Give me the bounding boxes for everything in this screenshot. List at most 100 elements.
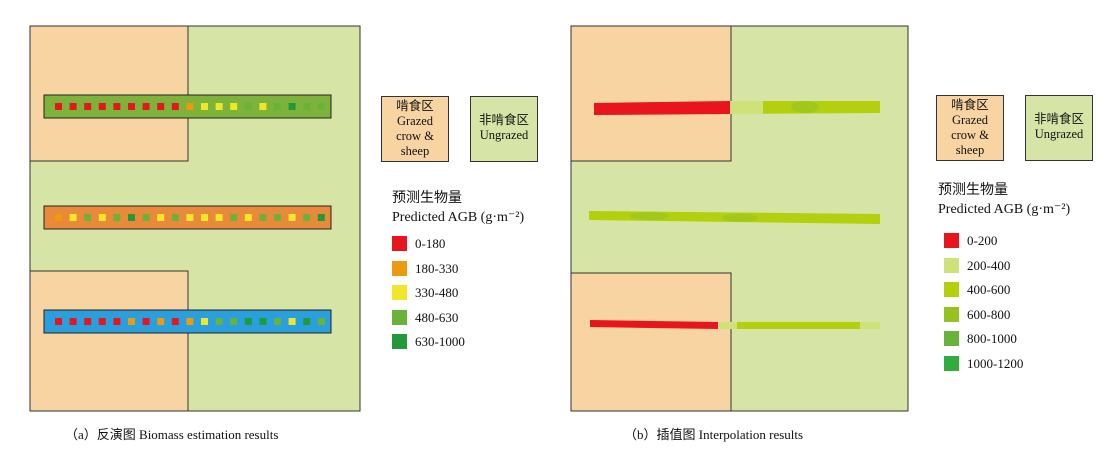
sample-point bbox=[113, 318, 121, 325]
map-b bbox=[570, 25, 909, 412]
interp-strip-bottom-red bbox=[590, 320, 718, 329]
legend-label: 400-600 bbox=[967, 282, 1011, 297]
ungrazed-legend-box-a: 非啃食区 Ungrazed bbox=[470, 96, 538, 162]
sample-point bbox=[259, 103, 267, 110]
sample-point bbox=[157, 214, 165, 221]
sample-point bbox=[84, 318, 92, 325]
legend-label: 200-400 bbox=[967, 257, 1011, 273]
sample-point bbox=[317, 214, 325, 221]
grazed-legend-box-a: 啃食区 Grazed crow & sheep bbox=[381, 96, 449, 162]
legend-swatch bbox=[944, 306, 959, 322]
legend-swatch bbox=[392, 334, 407, 349]
sample-points-a bbox=[55, 103, 325, 325]
ungrazed-label-en: Ungrazed bbox=[1034, 127, 1084, 141]
grazed-label-en: crow & bbox=[951, 128, 989, 142]
legend-swatch bbox=[944, 233, 959, 248]
sample-point bbox=[201, 214, 208, 221]
legend-label: 0-200 bbox=[967, 233, 998, 248]
sample-point bbox=[98, 318, 106, 325]
sample-point bbox=[274, 318, 281, 325]
grazed-label-zh: 啃食区 bbox=[396, 99, 434, 113]
sample-point bbox=[244, 103, 252, 110]
ungrazed-legend-box-b: 非啃食区 Ungrazed bbox=[1025, 95, 1093, 161]
map-a bbox=[29, 25, 361, 412]
legend-swatch bbox=[392, 260, 407, 276]
sample-point bbox=[142, 214, 150, 221]
sample-point bbox=[69, 318, 77, 325]
sample-point bbox=[274, 214, 281, 221]
grazed-area-a-top bbox=[29, 25, 189, 162]
interp-strip-top-red bbox=[594, 101, 730, 115]
sample-point bbox=[84, 103, 92, 110]
sample-point bbox=[201, 318, 208, 325]
sample-point bbox=[288, 103, 296, 110]
sample-point bbox=[128, 214, 135, 221]
sample-point bbox=[55, 318, 62, 325]
sample-point bbox=[128, 318, 135, 325]
sample-point bbox=[317, 103, 325, 110]
legend-swatch bbox=[392, 309, 407, 325]
legend-label: 800-1000 bbox=[967, 331, 1017, 346]
sample-point bbox=[69, 214, 77, 221]
interp-patch bbox=[630, 212, 670, 220]
sample-point bbox=[142, 103, 150, 110]
sample-point bbox=[230, 103, 238, 110]
sample-point bbox=[244, 318, 252, 325]
legend-title-en-a: Predicted AGB (g·m⁻²) bbox=[392, 210, 525, 225]
legend-label: 180-330 bbox=[415, 260, 459, 276]
sample-point bbox=[171, 103, 179, 110]
ungrazed-label-zh: 非啃食区 bbox=[478, 113, 529, 127]
sample-point bbox=[157, 103, 165, 110]
ungrazed-label-en: Ungrazed bbox=[479, 128, 529, 142]
caption-a: （a）反演图 Biomass estimation results bbox=[65, 427, 279, 442]
interp-patch bbox=[722, 214, 758, 222]
sample-point bbox=[98, 103, 106, 110]
sample-point bbox=[303, 103, 311, 110]
grazed-label-en: sheep bbox=[955, 143, 985, 157]
sample-point bbox=[186, 103, 194, 110]
legend-label: 330-480 bbox=[415, 285, 459, 300]
legend-label: 480-630 bbox=[415, 309, 459, 325]
legend-swatch bbox=[944, 282, 959, 297]
legend-title-en-b: Predicted AGB (g·m⁻²) bbox=[938, 202, 1071, 217]
interp-patch bbox=[791, 101, 819, 113]
sample-point bbox=[113, 214, 121, 221]
grazed-area-a-bottom bbox=[29, 270, 189, 412]
grazed-legend-box-b: 啃食区 Grazed crow & sheep bbox=[936, 95, 1004, 161]
sample-point bbox=[215, 103, 223, 110]
grazed-label-en: Grazed bbox=[396, 114, 434, 128]
sample-point bbox=[186, 318, 194, 325]
sample-point bbox=[230, 214, 238, 221]
grazed-label-en: Grazed bbox=[951, 113, 989, 127]
sample-point bbox=[230, 318, 238, 325]
grazed-label-en: sheep bbox=[400, 144, 430, 158]
interp-strip-top-light bbox=[730, 101, 763, 114]
ungrazed-label-zh: 非啃食区 bbox=[1033, 112, 1084, 126]
sample-point bbox=[171, 318, 179, 325]
legend-label: 630-1000 bbox=[415, 334, 465, 349]
sample-point bbox=[215, 214, 223, 221]
sample-point bbox=[69, 103, 77, 110]
sample-point bbox=[317, 318, 325, 325]
sample-point bbox=[244, 214, 252, 221]
grazed-area-b-bottom bbox=[570, 272, 732, 412]
sample-point bbox=[128, 103, 135, 110]
legend-title-zh-b: 预测生物量 bbox=[938, 183, 1008, 198]
legend-swatch bbox=[392, 285, 407, 300]
sample-point bbox=[215, 318, 223, 325]
sample-point bbox=[186, 214, 194, 221]
legend-title-zh-a: 预测生物量 bbox=[392, 191, 462, 206]
sample-point bbox=[55, 214, 62, 221]
interp-strip-bottom-green bbox=[718, 322, 880, 329]
legend-swatch bbox=[392, 236, 407, 251]
interp-strip-bottom-light bbox=[860, 322, 880, 329]
sample-point bbox=[55, 103, 62, 110]
sample-point bbox=[171, 214, 179, 221]
sample-point bbox=[303, 318, 311, 325]
sample-point bbox=[142, 318, 150, 325]
sample-point bbox=[288, 214, 296, 221]
legend-label: 0-180 bbox=[415, 236, 446, 251]
legend-label: 600-800 bbox=[967, 306, 1011, 322]
grazed-area-b-top bbox=[570, 25, 732, 162]
